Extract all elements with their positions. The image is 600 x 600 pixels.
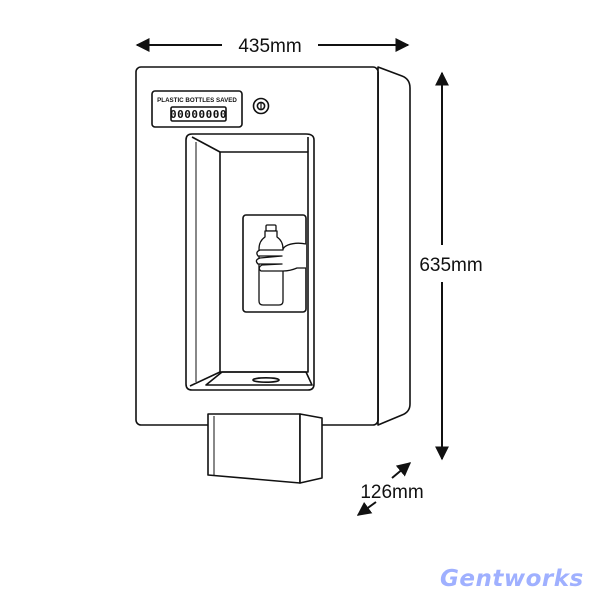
housing-side (377, 66, 411, 426)
drip-tray (205, 371, 313, 386)
depth-dimension: 126mm (356, 462, 424, 516)
depth-label: 126mm (360, 482, 423, 503)
height-label: 635mm (419, 255, 482, 276)
fill-bay-inner (219, 151, 309, 373)
brand-logo: Gentworks (440, 566, 584, 592)
bay-bevel-bl (189, 371, 221, 387)
water-station-unit (135, 66, 411, 484)
width-dimension: 435mm (135, 36, 410, 57)
bay-bevel-tl (191, 136, 221, 153)
counter-panel-label: PLASTIC BOTTLES SAVED (157, 97, 237, 104)
pedestal-front (207, 413, 301, 484)
width-label: 435mm (238, 36, 301, 57)
counter-panel (151, 90, 243, 128)
drain-hole (252, 376, 280, 383)
height-dimension: 635mm (419, 71, 483, 461)
depth-arrow-bottom (356, 501, 377, 516)
depth-arrow-top (391, 462, 412, 479)
counter-display (170, 106, 227, 122)
hand-icon (255, 242, 307, 272)
button-icon[interactable] (252, 97, 270, 115)
pedestal-side (299, 413, 323, 484)
counter-value: 00000000 (170, 108, 227, 121)
